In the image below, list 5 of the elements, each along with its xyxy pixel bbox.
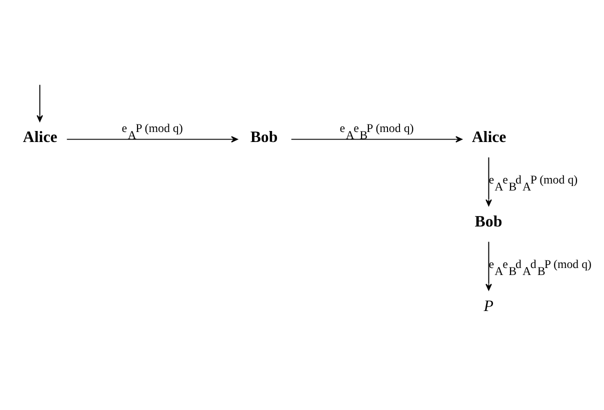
- node-text: P: [484, 298, 494, 315]
- node-text: Alice: [22, 129, 58, 146]
- node-text: Bob: [474, 214, 502, 231]
- node-text: Alice: [472, 129, 506, 146]
- node-text: Bob: [250, 129, 278, 146]
